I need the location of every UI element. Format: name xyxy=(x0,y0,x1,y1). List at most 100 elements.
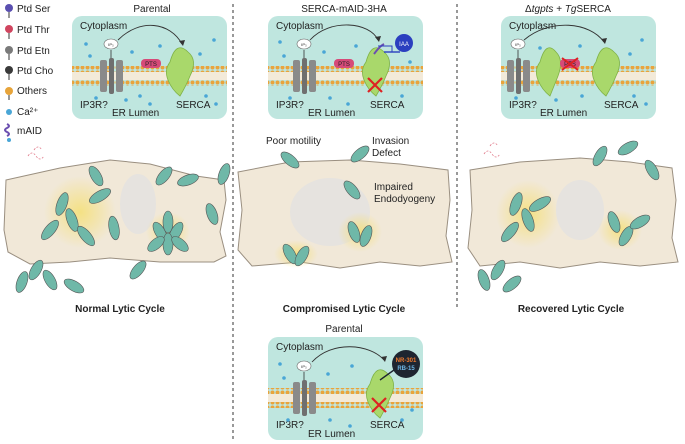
membrane-upper-leaflet xyxy=(268,66,423,72)
endodyogeny-label-line1: Impaired xyxy=(374,182,413,193)
poor-motility-label: Poor motility xyxy=(266,136,321,147)
calcium-ions xyxy=(514,38,648,106)
cytoplasm-label: Cytoplasm xyxy=(276,21,323,32)
release-trail xyxy=(483,142,501,158)
signal-arrow xyxy=(311,346,385,363)
parasites xyxy=(477,140,660,293)
panel-heading: Parental xyxy=(325,324,362,335)
pts-label: PTS xyxy=(145,62,157,68)
cytoplasm-label: Cytoplasm xyxy=(80,21,127,32)
vacuole-glow xyxy=(338,212,382,252)
signal-arrow xyxy=(523,24,605,43)
er-lumen-label: ER Lumen xyxy=(112,108,159,119)
release-trail xyxy=(27,146,45,160)
caption-recovered: Recovered Lytic Cycle xyxy=(518,304,625,315)
legend-label: Ptd Ser xyxy=(17,4,51,15)
er-lumen-label: ER Lumen xyxy=(540,108,587,119)
inhibitor-label-1: NR-301 xyxy=(396,358,417,364)
heading-plus: + xyxy=(553,4,564,15)
caption-compromised: Compromised Lytic Cycle xyxy=(283,304,406,315)
ip3-molecule xyxy=(296,38,312,50)
serca-label: SERCA xyxy=(604,100,639,111)
panel-serca-maid: SERCA-mAID-3HA Cytoplasm IP₃ PTS IAA IP3… xyxy=(268,4,423,119)
legend-item-others: Others xyxy=(5,86,47,100)
iaa-connector xyxy=(378,45,393,52)
heading-suffix: SERCA xyxy=(577,4,612,15)
heading-species: Tg xyxy=(565,4,577,15)
ip3-molecule xyxy=(296,360,312,372)
signal-arrowhead xyxy=(375,36,381,42)
ip3r-label: IP3R? xyxy=(276,100,304,111)
serca-pump-icon xyxy=(362,47,390,97)
membrane-core xyxy=(501,72,656,80)
inhibitor-label-2: RB-15 xyxy=(397,366,415,372)
calcium-ions xyxy=(278,362,414,428)
membrane-core xyxy=(268,72,423,80)
serca-label: SERCA xyxy=(176,100,211,111)
signal-arrow xyxy=(117,25,183,45)
ip3-label: IP₃ xyxy=(108,42,114,47)
signal-arrowhead xyxy=(381,356,387,362)
panel-parental-bottom: Parental Cytoplasm IP₃ NR-301 RB-15 IP3R… xyxy=(268,324,423,440)
host-cell-right xyxy=(467,140,679,293)
inhibition-cross-icon xyxy=(367,77,383,93)
invasion-label-line1: Invasion xyxy=(372,136,409,147)
ip3r-label: IP3R? xyxy=(276,420,304,431)
legend: Ptd Ser Ptd Thr Ptd Etn Ptd Cho Others C… xyxy=(4,4,54,142)
ip3-label: IP₃ xyxy=(301,364,307,369)
panel-heading: Δtgpts + TgSERCA xyxy=(525,4,611,15)
legend-label: Ptd Thr xyxy=(17,25,50,36)
ip3r-channel-icon xyxy=(293,58,316,94)
legend-item-maid: mAID xyxy=(4,123,42,142)
serca-pump-icon xyxy=(166,47,194,97)
membrane-lower-leaflet xyxy=(501,80,656,86)
membrane-upper-leaflet xyxy=(501,66,656,72)
inhibition-cross-icon xyxy=(371,397,387,413)
panel-parental-top: Parental Cytoplasm IP₃ PTS IP3R? ER Lume… xyxy=(72,4,227,119)
ip3r-label: IP3R? xyxy=(509,100,537,111)
nucleus xyxy=(120,174,156,234)
cytoplasm-label: Cytoplasm xyxy=(509,21,556,32)
caption-normal: Normal Lytic Cycle xyxy=(75,304,165,315)
membrane-lower-leaflet xyxy=(72,80,227,86)
membrane-core xyxy=(268,394,423,402)
ip3r-channel-icon xyxy=(507,58,530,94)
serca-pump-icon xyxy=(366,369,394,419)
ip3r-label: IP3R? xyxy=(80,100,108,111)
heading-gene: tgpts xyxy=(532,4,554,15)
legend-item-ptd-etn: Ptd Etn xyxy=(5,46,50,60)
legend-label: Ptd Etn xyxy=(17,46,50,57)
nucleus xyxy=(556,180,604,240)
panel-heading: SERCA-mAID-3HA xyxy=(301,4,387,15)
legend-item-ptd-thr: Ptd Thr xyxy=(5,25,50,39)
legend-label: mAID xyxy=(17,126,42,137)
pts-enzyme xyxy=(334,59,354,68)
er-lumen-label: ER Lumen xyxy=(308,108,355,119)
deletion-cross-icon xyxy=(561,57,579,71)
signal-arrowhead xyxy=(601,38,607,44)
serca-pump-icon xyxy=(592,47,620,97)
invasion-label-line2: Defect xyxy=(372,148,401,159)
maid-tag-icon xyxy=(373,43,385,55)
iaa-label: IAA xyxy=(399,42,409,48)
signal-arrow xyxy=(309,24,379,41)
calcium-ions xyxy=(84,38,218,106)
membrane-lower-leaflet xyxy=(268,80,423,86)
cytoplasm-label: Cytoplasm xyxy=(276,342,323,353)
legend-item-ptd-ser: Ptd Ser xyxy=(5,4,51,18)
pts-enzyme xyxy=(141,59,161,68)
panel-heading: Parental xyxy=(133,4,170,15)
panel-recovered: Δtgpts + TgSERCA Cytoplasm IP₃ PTS IP3R?… xyxy=(501,4,656,119)
pts-label: PTS xyxy=(338,62,350,68)
inhibitor-molecule xyxy=(392,350,420,378)
parasite-cluster xyxy=(41,188,120,247)
parasite-rosette xyxy=(147,210,189,256)
ip3-label: IP₃ xyxy=(301,42,307,47)
membrane-upper-leaflet xyxy=(268,388,423,394)
host-cell-left xyxy=(3,146,231,294)
ip3-molecule xyxy=(103,38,119,50)
ip3-molecule xyxy=(510,38,526,50)
legend-item-ptd-cho: Ptd Cho xyxy=(5,66,54,80)
vacuole-glow xyxy=(44,176,116,248)
